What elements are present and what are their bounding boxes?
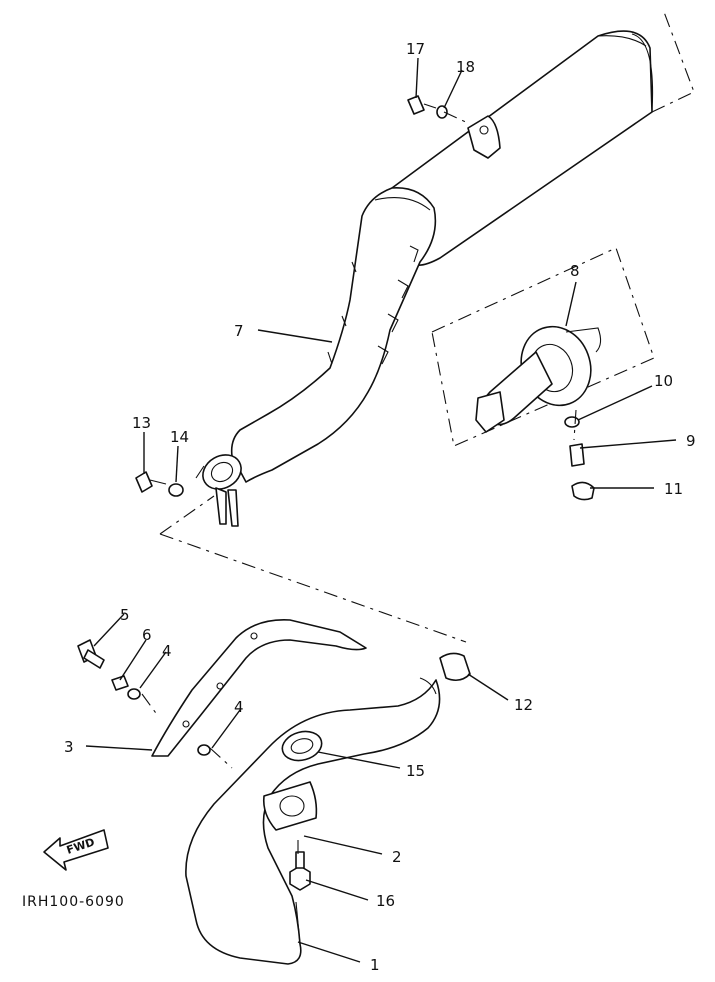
callout-4a: 4	[162, 642, 172, 660]
callout-4b: 4	[234, 698, 244, 716]
callout-1: 1	[370, 956, 380, 974]
callout-15: 15	[406, 762, 425, 780]
diagram-code: IRH100-6090	[22, 894, 125, 910]
callout-6: 6	[142, 626, 152, 644]
assembly-lines	[141, 11, 695, 856]
callout-2: 2	[392, 848, 402, 866]
callout-16: 16	[376, 892, 395, 910]
callout-5: 5	[120, 606, 130, 624]
callout-18: 18	[456, 58, 475, 76]
callout-13: 13	[132, 414, 151, 432]
callout-labels: 1 2 3 4 4 5 6 7 8 9 10 11 12 13 14 15 16…	[64, 40, 696, 974]
protector-part	[151, 619, 367, 757]
small-parts	[77, 95, 595, 891]
callout-9: 9	[686, 432, 696, 450]
callout-3: 3	[64, 738, 74, 756]
fwd-arrow-icon: FWD	[43, 829, 109, 871]
callout-14: 14	[170, 428, 189, 446]
exhaust-pipe-part	[185, 677, 441, 965]
callout-10: 10	[654, 372, 673, 390]
spark-arrester-part	[431, 247, 655, 447]
callout-7: 7	[234, 322, 244, 340]
leader-lines	[85, 57, 677, 963]
callout-8: 8	[570, 262, 580, 280]
muffler-part	[195, 30, 654, 527]
callout-11: 11	[664, 480, 683, 498]
callout-12: 12	[514, 696, 533, 714]
callout-17: 17	[406, 40, 425, 58]
